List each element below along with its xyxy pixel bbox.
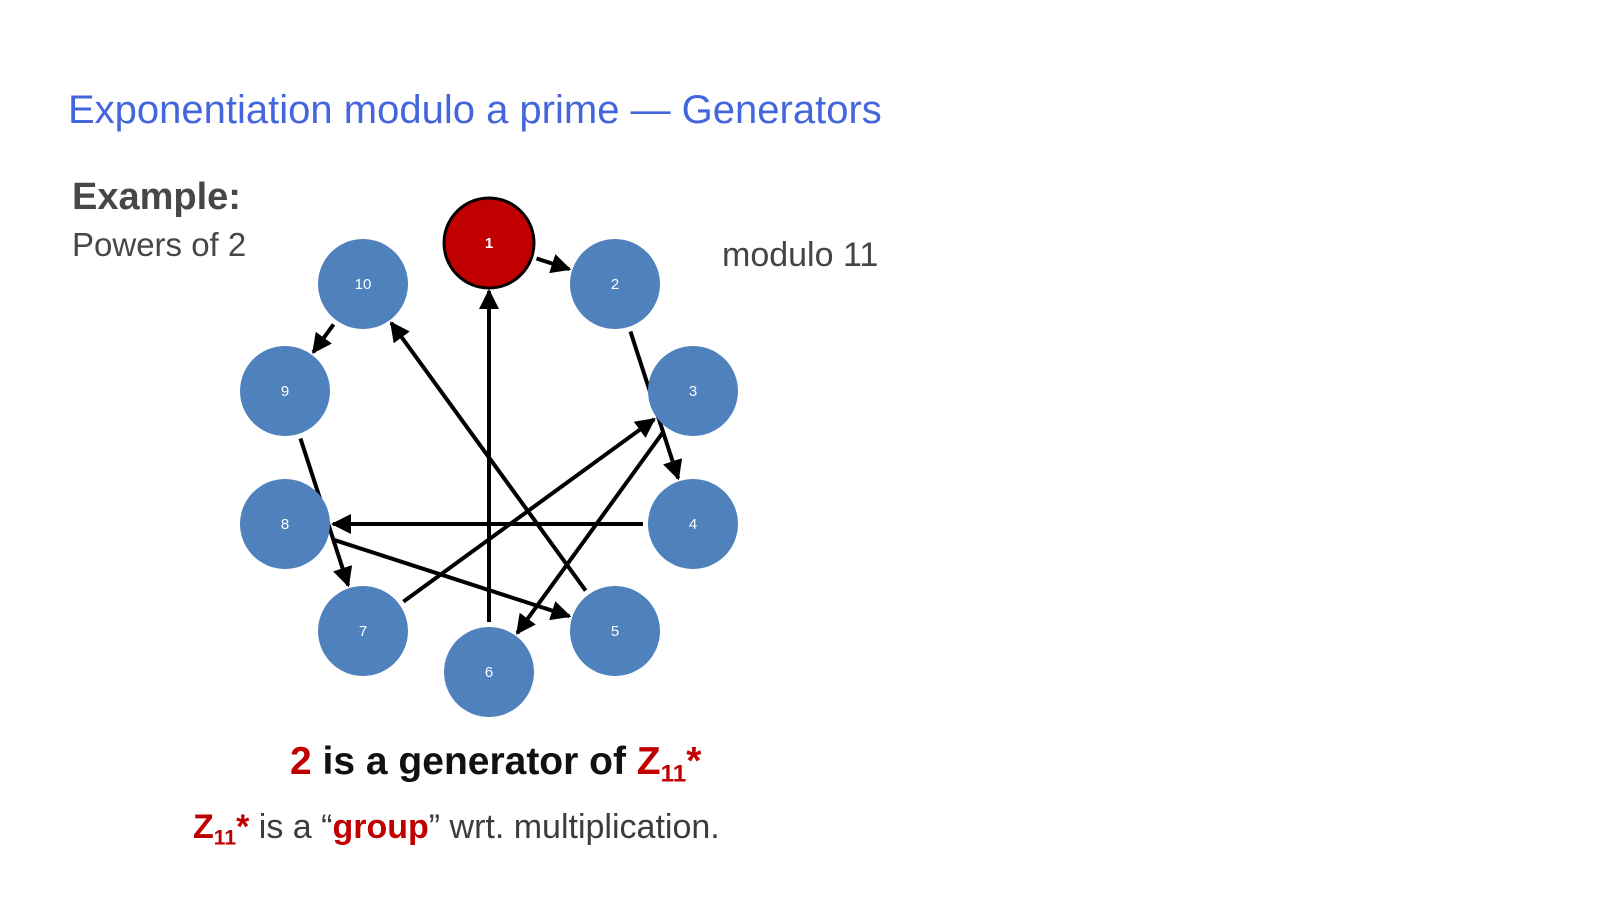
example-subtitle: Powers of 2: [72, 226, 247, 263]
edge-8-to-5: [331, 537, 572, 621]
note-text-after: ” wrt. multiplication.: [428, 808, 720, 846]
group-symbol: Z11*: [636, 740, 702, 788]
node-7: 7: [318, 586, 408, 676]
node-4-label: 4: [689, 516, 697, 533]
node-2-label: 2: [611, 276, 619, 293]
node-6: 6: [444, 627, 534, 717]
node-7-circle: [318, 586, 408, 676]
node-10-circle: [318, 239, 408, 329]
node-9-label: 9: [281, 383, 289, 400]
note-text-before: is a “: [249, 808, 333, 846]
node-10: 10: [318, 239, 408, 329]
example-label: Example:: [72, 176, 241, 218]
generator-number: 2: [290, 740, 312, 783]
node-8-label: 8: [281, 516, 289, 533]
note-group-symbol: Z11*: [193, 808, 250, 850]
group-note: Z11* is a “group” wrt. multiplication.: [193, 808, 720, 850]
modulo-label: modulo 11: [722, 236, 879, 274]
node-5: 5: [570, 586, 660, 676]
node-10-label: 10: [355, 276, 372, 293]
node-4-circle: [648, 479, 738, 569]
edge-7-to-3: [402, 417, 656, 604]
node-3-circle: [648, 346, 738, 436]
slide-title: Exponentiation modulo a prime — Generato…: [68, 88, 882, 132]
node-2: 2: [570, 239, 660, 329]
generator-statement: 2 is a generator of Z11*: [290, 740, 702, 788]
node-8-circle: [240, 479, 330, 569]
node-2-circle: [570, 239, 660, 329]
node-1: 1: [442, 196, 536, 290]
node-4: 4: [648, 479, 738, 569]
node-3: 3: [648, 346, 738, 436]
generator-text: is a generator of: [311, 740, 637, 783]
node-6-label: 6: [485, 664, 493, 681]
edge-1-to-2: [535, 254, 572, 274]
note-highlight: group: [332, 808, 429, 846]
node-1-label: 1: [485, 235, 493, 252]
node-5-label: 5: [611, 623, 619, 640]
node-3-label: 3: [689, 383, 697, 400]
node-6-circle: [444, 627, 534, 717]
node-7-label: 7: [359, 623, 367, 640]
edge-10-to-9: [311, 323, 336, 354]
edge-3-to-6: [515, 430, 666, 635]
node-5-circle: [570, 586, 660, 676]
node-9-circle: [240, 346, 330, 436]
node-1-circle: [442, 196, 536, 290]
node-8: 8: [240, 479, 330, 569]
node-9: 9: [240, 346, 330, 436]
